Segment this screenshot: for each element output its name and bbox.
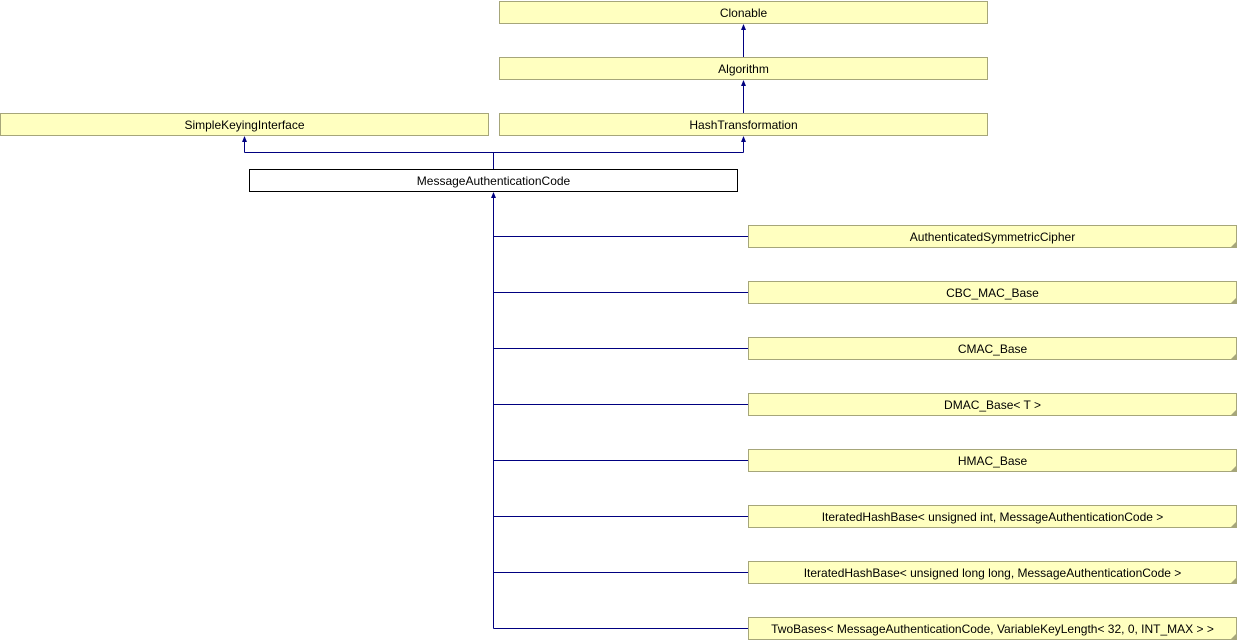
class-node-child[interactable]: CMAC_Base — [748, 337, 1237, 360]
class-name: TwoBases< MessageAuthenticationCode, Var… — [771, 621, 1214, 636]
arrowhead — [242, 136, 247, 142]
class-name: Clonable — [719, 5, 768, 20]
arrowhead — [491, 192, 496, 198]
class-name: CBC_MAC_Base — [946, 285, 1039, 300]
class-node-child[interactable]: CBC_MAC_Base — [748, 281, 1237, 304]
class-name: CMAC_Base — [957, 341, 1028, 356]
class-name: MessageAuthenticationCode — [416, 173, 571, 188]
arrowhead — [741, 80, 746, 86]
class-node-child[interactable]: TwoBases< MessageAuthenticationCode, Var… — [748, 617, 1237, 640]
class-name: DMAC_Base< T > — [944, 397, 1041, 412]
class-name: IteratedHashBase< unsigned int, MessageA… — [821, 509, 1164, 524]
class-name: IteratedHashBase< unsigned long long, Me… — [803, 565, 1182, 580]
class-name: HMAC_Base — [957, 453, 1028, 468]
class-node-child[interactable]: IteratedHashBase< unsigned long long, Me… — [748, 561, 1237, 584]
arrowhead — [741, 24, 746, 30]
class-node-child[interactable]: DMAC_Base< T > — [748, 393, 1237, 416]
class-name: SimpleKeyingInterface — [184, 117, 305, 132]
class-name: HashTransformation — [689, 117, 798, 132]
class-name: AuthenticatedSymmetricCipher — [909, 229, 1076, 244]
class-node-hash-transformation[interactable]: HashTransformation — [499, 113, 988, 136]
class-node-current: MessageAuthenticationCode — [249, 169, 738, 192]
arrowhead — [741, 136, 746, 142]
class-node-clonable[interactable]: Clonable — [499, 1, 988, 24]
class-node-algorithm[interactable]: Algorithm — [499, 57, 988, 80]
class-node-child[interactable]: HMAC_Base — [748, 449, 1237, 472]
class-node-child[interactable]: AuthenticatedSymmetricCipher — [748, 225, 1237, 248]
class-node-simple-keying-interface[interactable]: SimpleKeyingInterface — [0, 113, 489, 136]
class-name: Algorithm — [718, 61, 769, 76]
class-node-child[interactable]: IteratedHashBase< unsigned int, MessageA… — [748, 505, 1237, 528]
